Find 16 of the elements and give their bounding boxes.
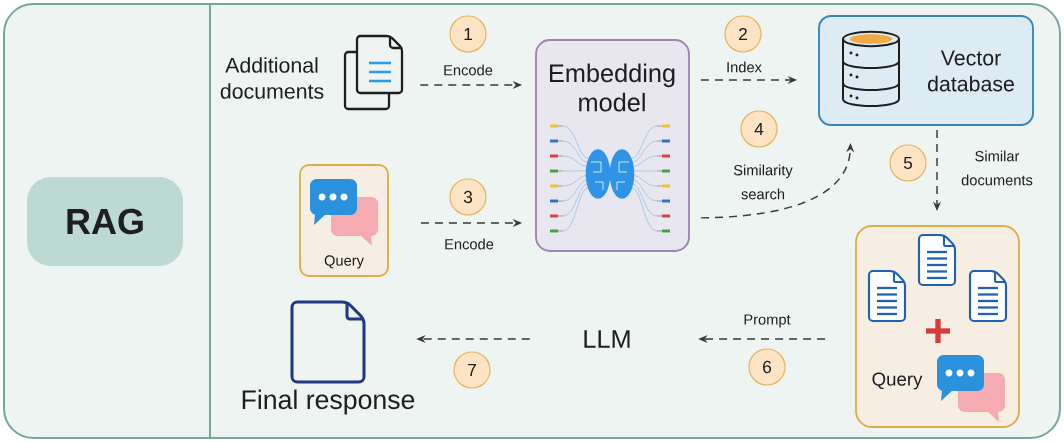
title-box: RAG xyxy=(27,177,183,266)
edge-label: Prompt xyxy=(741,312,793,330)
callout-number: 6 xyxy=(748,348,786,386)
node-label: Final response xyxy=(242,389,415,415)
callout-number: 3 xyxy=(449,178,487,216)
database-box: Vector database xyxy=(818,15,1034,126)
callout-number: 4 xyxy=(740,110,778,148)
node-label: Additional documents xyxy=(220,57,324,99)
callout-number: 1 xyxy=(449,15,487,53)
callout-number: 7 xyxy=(453,351,491,389)
callout-number: 2 xyxy=(724,15,762,53)
edge-label: Similarity search xyxy=(731,162,795,202)
model-box: Embedding model xyxy=(535,39,690,252)
callout-number: 5 xyxy=(889,144,927,182)
node-label: LLM xyxy=(584,330,630,348)
edge-label: Similar documents xyxy=(959,148,1035,188)
